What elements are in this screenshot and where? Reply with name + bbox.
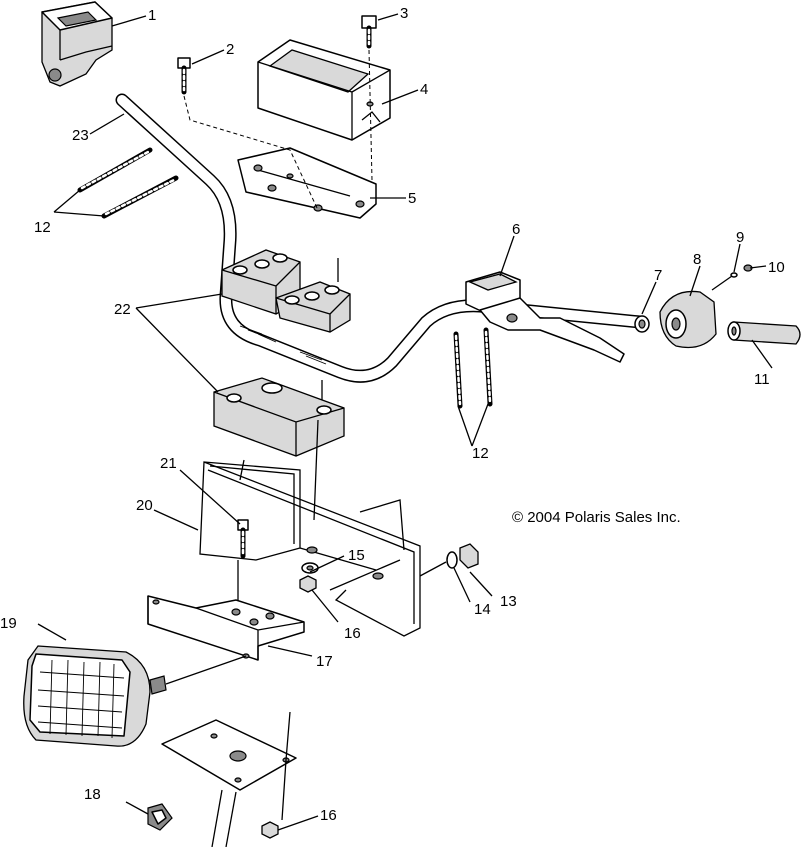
callout-23: 23 bbox=[72, 127, 89, 144]
callout-labels: 1 2 3 4 5 6 7 8 9 10 11 12 12 13 14 15 1… bbox=[0, 5, 785, 824]
part-22-lower-clamp bbox=[213, 377, 345, 457]
callout-18: 18 bbox=[84, 786, 101, 803]
part-22-upper-clamp bbox=[221, 249, 351, 333]
part-9-screw bbox=[711, 272, 738, 291]
part-19-headlight bbox=[23, 645, 247, 747]
callout-9: 9 bbox=[736, 229, 744, 246]
callout-4: 4 bbox=[420, 81, 428, 98]
callout-8: 8 bbox=[693, 251, 701, 268]
callout-16-lower: 16 bbox=[320, 807, 337, 824]
part-21-bolt bbox=[237, 519, 249, 602]
callout-17: 17 bbox=[316, 653, 333, 670]
callout-2: 2 bbox=[226, 41, 234, 58]
callout-19: 19 bbox=[0, 615, 17, 632]
callout-7: 7 bbox=[654, 267, 662, 284]
part-3-bolt bbox=[361, 15, 377, 49]
part-23-handlebar bbox=[115, 93, 647, 383]
part-16-nut-lower bbox=[261, 821, 279, 839]
callout-16-upper: 16 bbox=[344, 625, 361, 642]
part-13-nut bbox=[459, 543, 479, 569]
callout-22: 22 bbox=[114, 301, 131, 318]
part-12-rods-left bbox=[77, 147, 179, 219]
callout-5: 5 bbox=[408, 190, 416, 207]
part-17-mounting-plate bbox=[147, 595, 305, 661]
callout-21: 21 bbox=[160, 455, 177, 472]
copyright-notice: © 2004 Polaris Sales Inc. bbox=[512, 509, 681, 526]
callout-6: 6 bbox=[512, 221, 520, 238]
callout-12-center: 12 bbox=[472, 445, 489, 462]
part-2-bolt bbox=[177, 57, 191, 95]
part-18-clip bbox=[147, 803, 173, 831]
part-20-bracket-frame bbox=[199, 461, 421, 637]
callout-13: 13 bbox=[500, 593, 517, 610]
part-4-handlebar-pad bbox=[257, 39, 391, 141]
leader-lines bbox=[37, 13, 773, 831]
part-8-throttle-housing bbox=[659, 290, 717, 349]
callout-20: 20 bbox=[136, 497, 153, 514]
callout-11: 11 bbox=[754, 371, 770, 388]
steering-column-lines bbox=[211, 419, 319, 847]
part-6-brake-lever bbox=[465, 271, 625, 363]
callout-12-left: 12 bbox=[34, 219, 51, 236]
callout-15: 15 bbox=[348, 547, 365, 564]
part-11-grip bbox=[727, 321, 801, 345]
frame-to-washer-line bbox=[419, 561, 447, 577]
callout-1: 1 bbox=[148, 7, 156, 24]
part-12-rods-center bbox=[453, 327, 493, 409]
part-7-ring bbox=[634, 315, 650, 333]
callout-10: 10 bbox=[768, 259, 785, 276]
part-14-washer bbox=[446, 551, 458, 569]
part-16-nut-upper bbox=[299, 575, 317, 593]
callout-3: 3 bbox=[400, 5, 408, 22]
lower-mount-plate bbox=[161, 719, 297, 791]
alignment-lines bbox=[183, 49, 373, 211]
part-5-clamp-plate bbox=[237, 147, 377, 219]
part-1-handlebar-cover bbox=[41, 1, 113, 87]
callout-14: 14 bbox=[474, 601, 491, 618]
